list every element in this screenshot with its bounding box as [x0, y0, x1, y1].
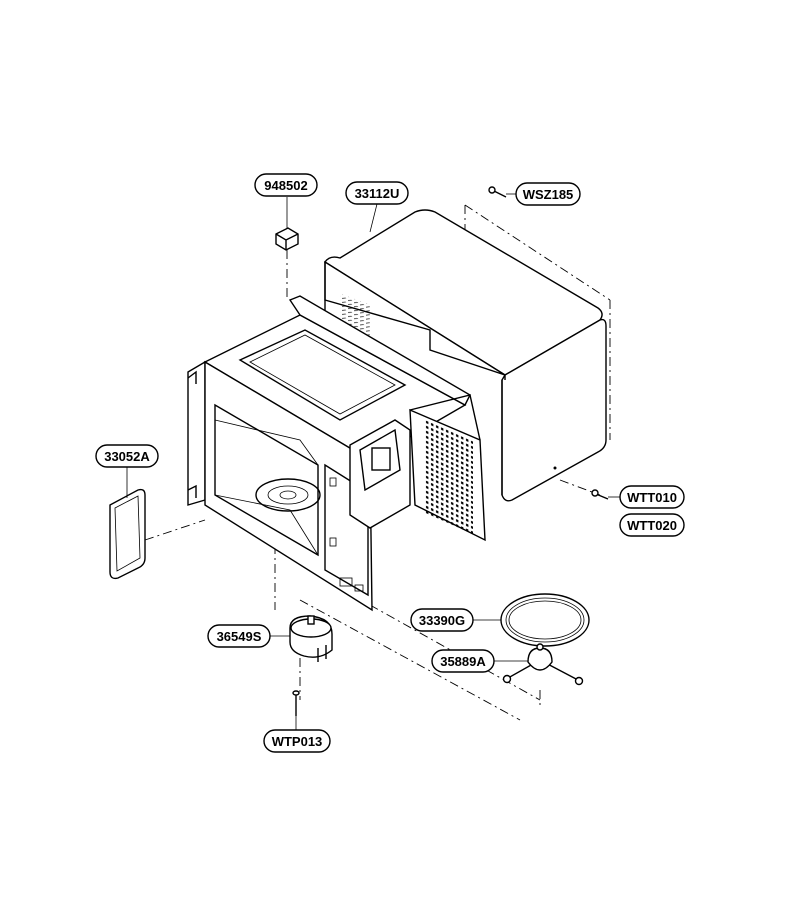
part-35889A-roller	[502, 643, 584, 686]
part-WSZ185-screw	[488, 186, 507, 198]
callout-WSZ185: WSZ185	[515, 182, 581, 206]
part-label: WTT010	[627, 490, 677, 505]
part-label: 33112U	[355, 186, 400, 201]
callout-WTT020: WTT020	[619, 513, 685, 537]
part-label: 36549S	[217, 629, 262, 644]
part-WTP013-screw	[292, 690, 300, 716]
part-948502-block	[275, 227, 299, 251]
part-label: WTP013	[272, 734, 323, 749]
part-36549S-motor	[289, 615, 333, 662]
part-label: WSZ185	[523, 187, 574, 202]
part-label: 35889A	[440, 654, 486, 669]
callout-948502: 948502	[254, 173, 318, 197]
callout-WTP013: WTP013	[263, 729, 331, 753]
callout-33052A: 33052A	[95, 444, 159, 468]
part-33390G-glass-tray	[500, 593, 590, 647]
leader-lines	[126, 193, 620, 730]
callout-35889A: 35889A	[431, 649, 495, 673]
callout-WTT010: WTT010	[619, 485, 685, 509]
part-label: 33390G	[419, 613, 465, 628]
part-WTT010-screw	[591, 489, 609, 500]
callout-33390G: 33390G	[410, 608, 474, 632]
part-33052A-cover	[109, 488, 146, 580]
oven-chassis	[187, 295, 486, 612]
part-label: 948502	[264, 178, 307, 193]
callout-36549S: 36549S	[207, 624, 271, 648]
part-label: 33052A	[104, 449, 150, 464]
callout-33112U: 33112U	[345, 181, 409, 205]
part-label: WTT020	[627, 518, 677, 533]
